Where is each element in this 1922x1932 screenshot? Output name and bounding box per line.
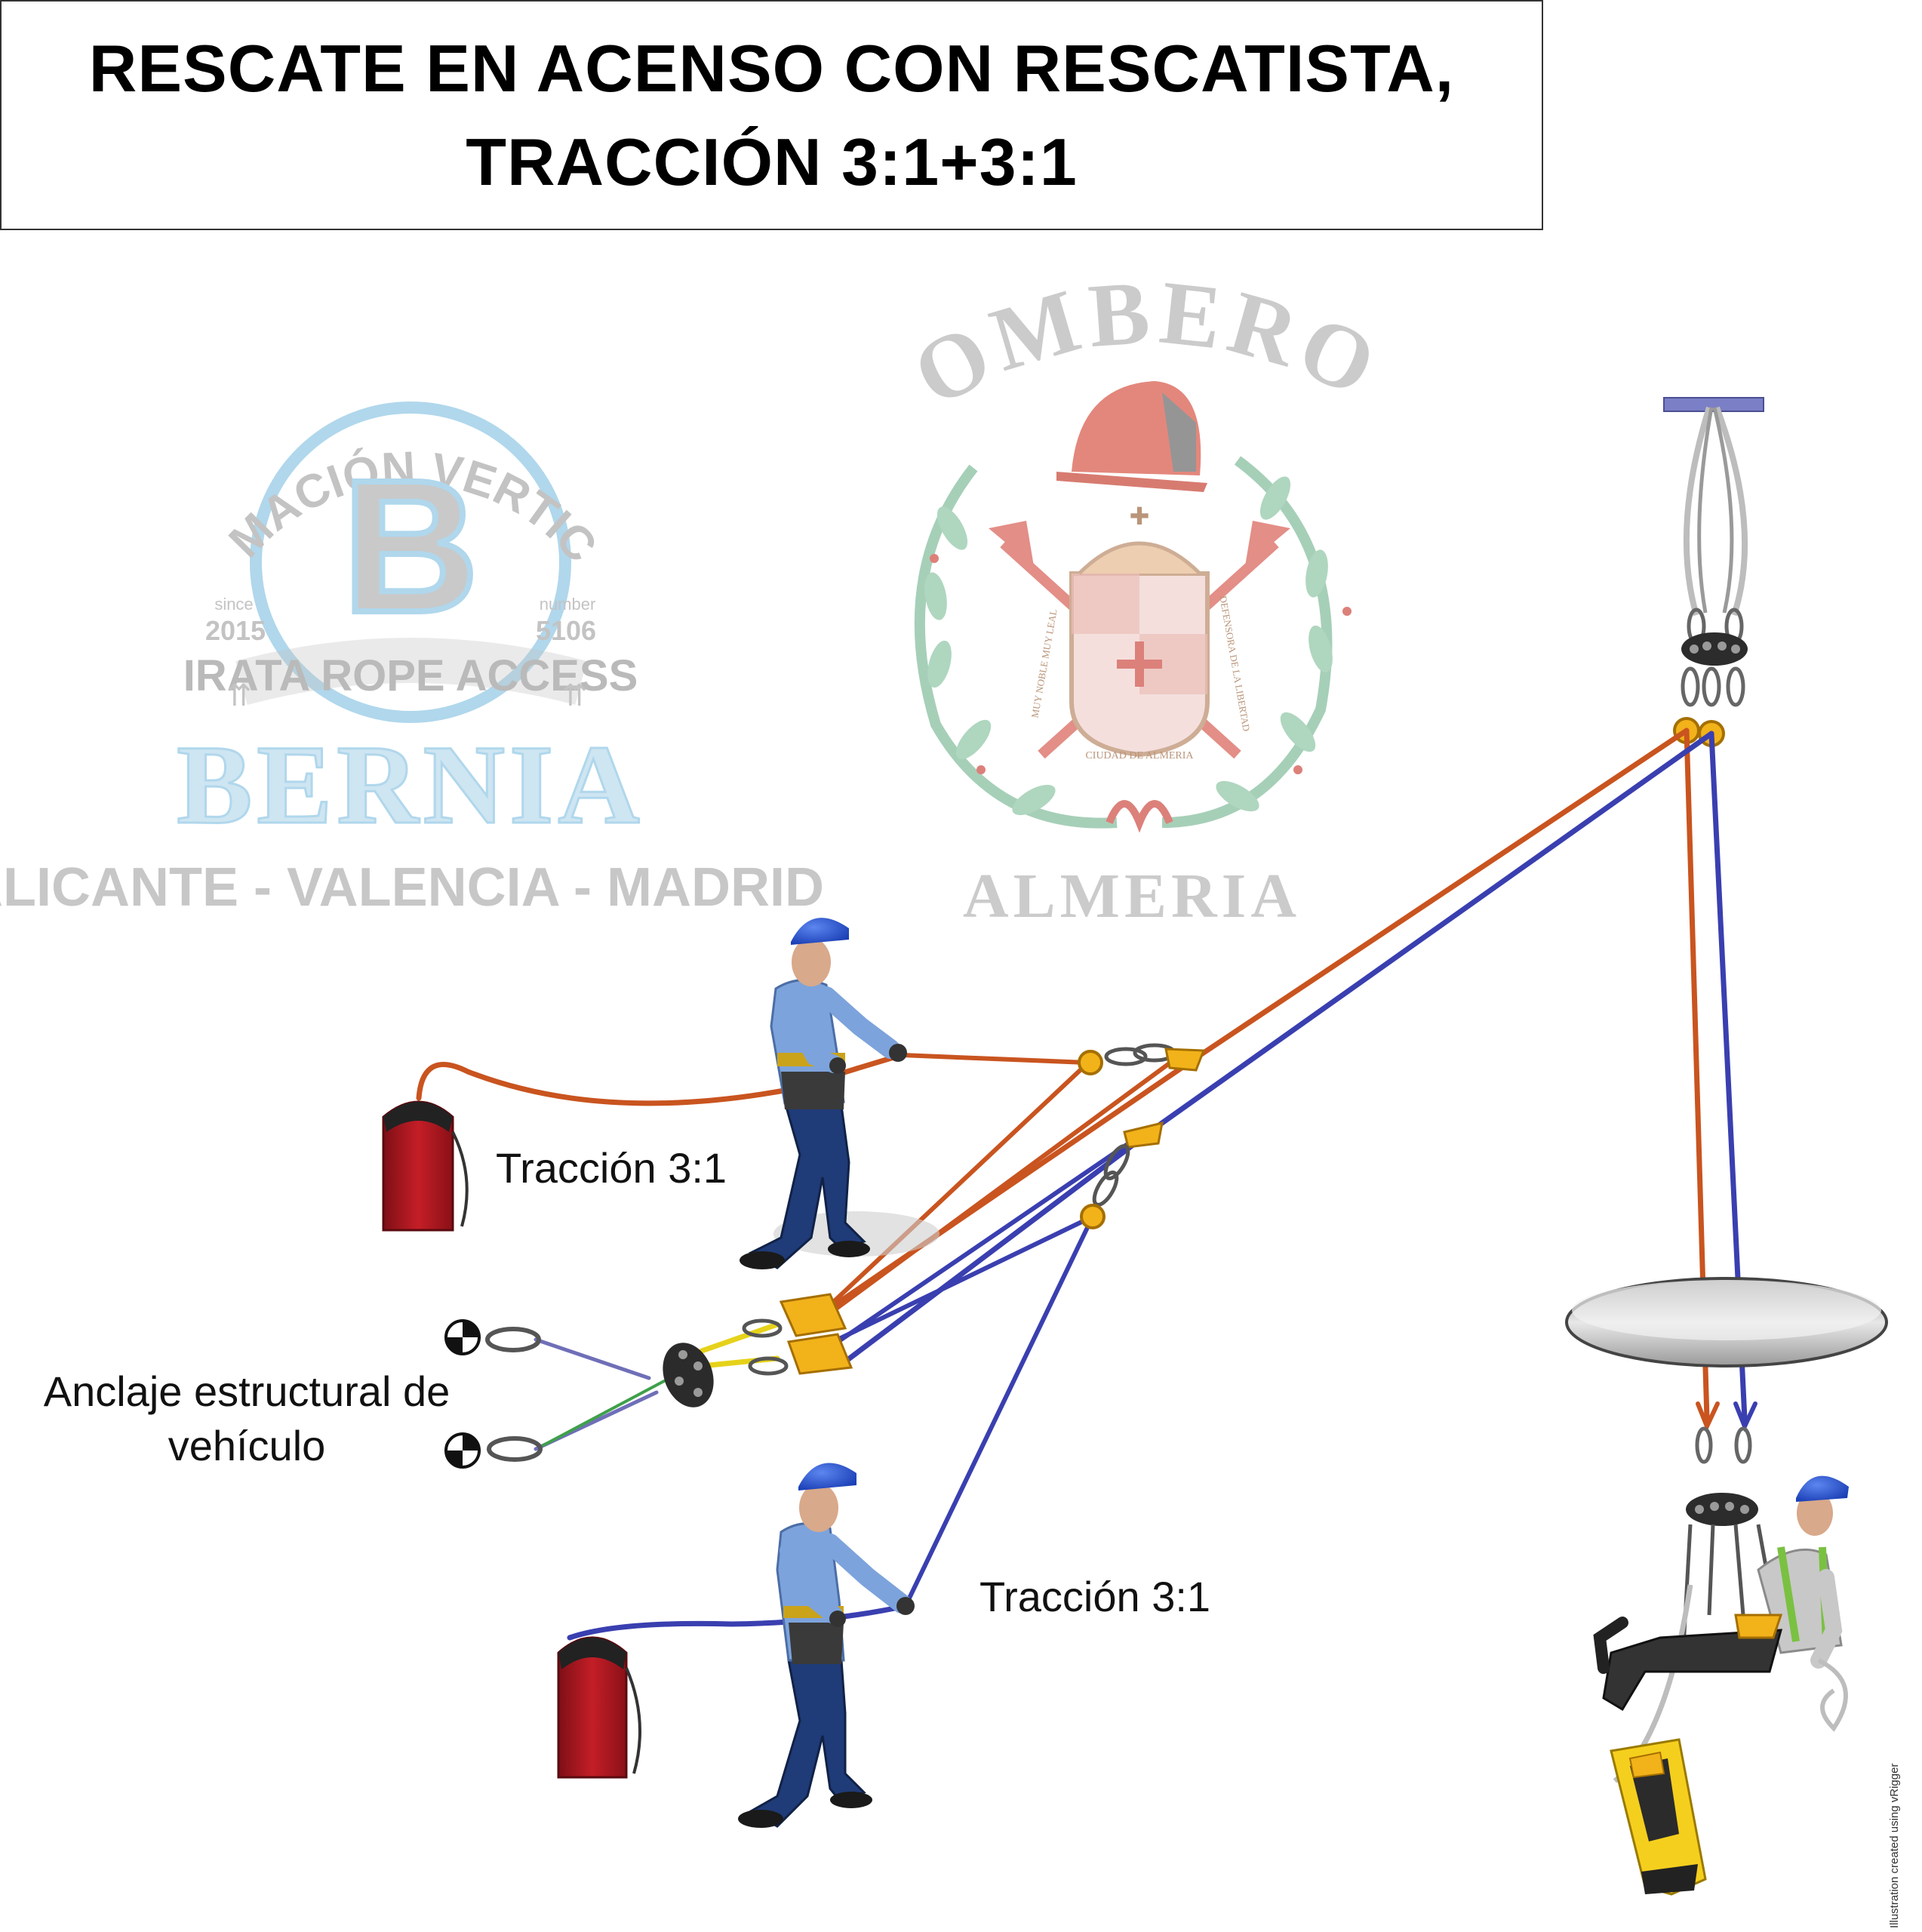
bernia-since-label: since (214, 595, 253, 614)
suspended-rescuer (1593, 1426, 1849, 1896)
bomberos-top-text: BOMBEROS (0, 0, 1395, 426)
helmet-icon (791, 918, 849, 945)
carabiner-icon (487, 1436, 543, 1462)
arrow-up-icon: ⇈ (562, 678, 588, 713)
haul-devices (444, 1043, 1206, 1469)
seal-right-text: DEFENSORA DE LA LIBERTAD (1217, 595, 1252, 732)
bomberos-bottom-text: ALMERIA (963, 861, 1301, 931)
label-anclaje-line2: vehículo (168, 1422, 326, 1469)
bernia-logo-ring (250, 401, 571, 723)
rope-grab-icon (1123, 1121, 1164, 1149)
pulley-icon (1080, 1204, 1106, 1229)
rigging-plate-icon (1681, 632, 1748, 666)
crown-icon (1078, 541, 1201, 575)
helmet-icon (1796, 1475, 1849, 1502)
label-traccion-upper: Tracción 3:1 (496, 1144, 727, 1192)
floor-opening (1565, 1277, 1888, 1367)
title-line-2: TRACCIÓN 3:1+3:1 (466, 124, 1078, 199)
top-anchor (1663, 397, 1764, 747)
indalo-icon (1106, 800, 1173, 833)
bernia-logo: IVSAS - FORMACIÓN VERTICAL - MACAP B sin… (0, 0, 824, 918)
seal-left-text: MUY NOBLE MUY LEAL (1029, 608, 1059, 718)
helmet-icon (798, 1463, 856, 1491)
carabiner-icon (485, 1327, 541, 1352)
svg-text:✚: ✚ (1130, 502, 1150, 531)
label-anclaje: Anclaje estructural de vehículo (21, 1364, 472, 1473)
rope-grab-icon (779, 1293, 847, 1337)
label-anclaje-line1: Anclaje estructural de (43, 1367, 451, 1415)
title-box: RESCATE EN ACENSO CON RESCATISTA, TRACCI… (0, 0, 1543, 230)
rope-bag-upper (382, 1100, 469, 1232)
bernia-name: BERNIA (177, 722, 644, 848)
rope-grab-icon (1164, 1048, 1206, 1072)
blue-rope-main (838, 731, 1714, 1367)
rescuer-upper (740, 918, 939, 1269)
orange-rope-main (831, 728, 1690, 1309)
laurel-right-icon (1161, 456, 1333, 828)
seal-bottom-text: CIUDAD DE ALMERIA (1085, 750, 1194, 761)
bernia-arc-text: IVSAS - FORMACIÓN VERTICAL - MACAP (0, 0, 607, 572)
pulley-icon (1078, 1050, 1103, 1075)
bernia-ribbon-band (235, 638, 587, 705)
rope-grab-icon (786, 1333, 853, 1375)
bernia-number-label: number (540, 595, 596, 614)
label-traccion-lower: Tracción 3:1 (979, 1573, 1211, 1620)
laurel-left-icon (914, 464, 1118, 829)
title-line-1: RESCATE EN ACENSO CON RESCATISTA, (88, 30, 1455, 106)
bernia-ribbon-text: IRATA ROPE ACCESS (183, 651, 638, 700)
carabiner-icon (1104, 1047, 1148, 1066)
illustration-credit: Illustration created using vRigger (1888, 1763, 1901, 1928)
rigging-plate-icon (1686, 1493, 1758, 1526)
rope-bag-lower (557, 1636, 641, 1779)
blue-rope-haul (567, 1603, 909, 1641)
bernia-cities: ALICANTE - VALENCIA - MADRID (0, 857, 824, 918)
arrow-up-icon: ⇈ (226, 678, 252, 713)
bernia-since-year: 2015 (205, 615, 266, 646)
rescuer-lower (738, 1463, 915, 1828)
bernia-letter: B (343, 441, 479, 651)
bernia-number-value: 5106 (536, 615, 596, 646)
